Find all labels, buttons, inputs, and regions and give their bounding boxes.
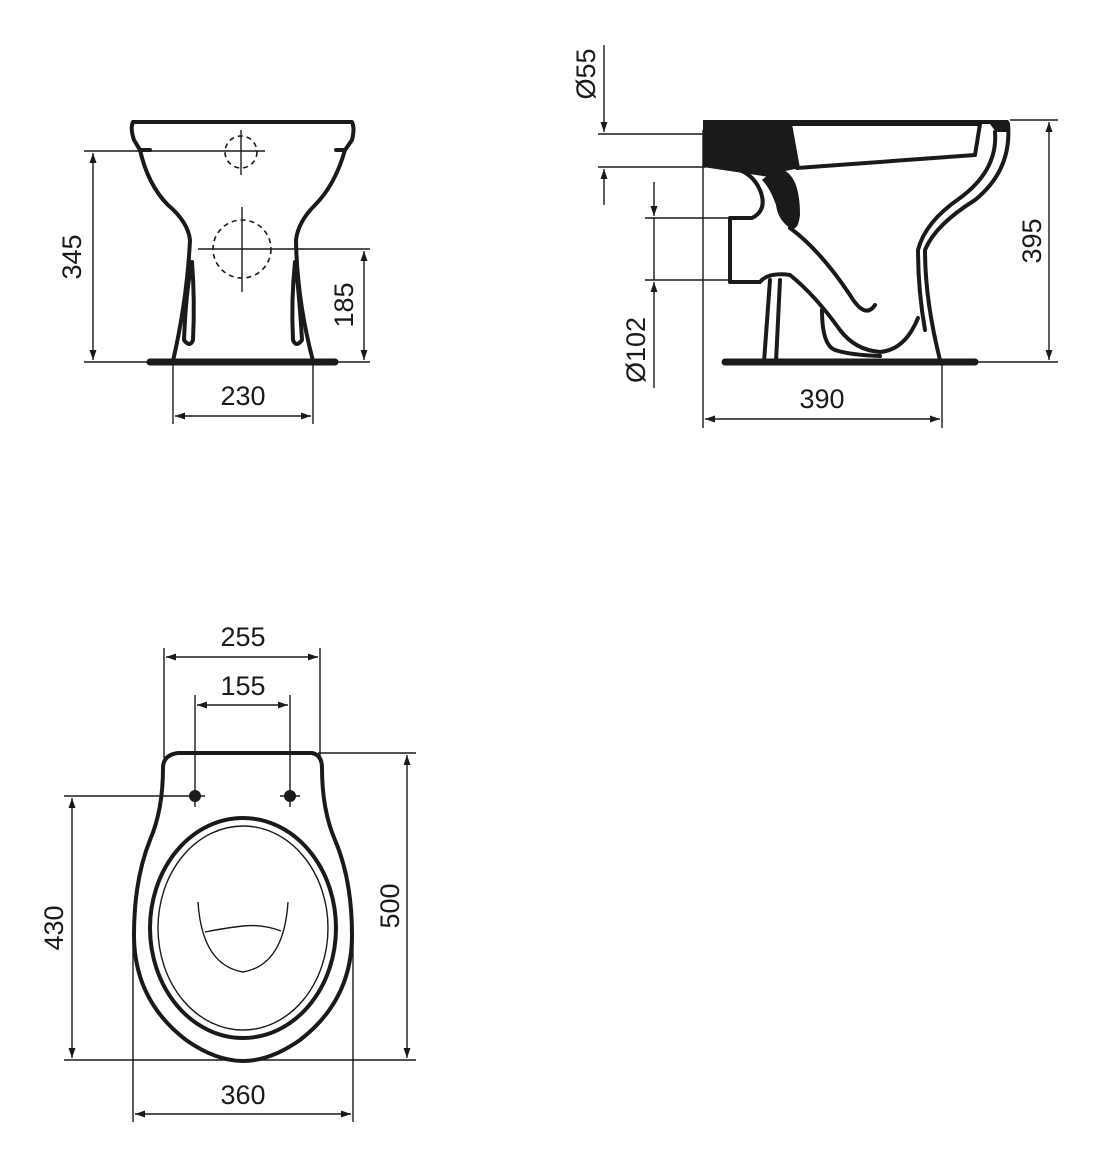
- dim-label-255: 255: [220, 622, 265, 652]
- dim-label-185: 185: [329, 282, 359, 327]
- dim-label-360: 360: [220, 1080, 265, 1110]
- dim-label-d102: Ø102: [621, 317, 651, 383]
- dim-label-500: 500: [375, 883, 405, 928]
- dim-label-230: 230: [220, 381, 265, 411]
- side-view: Ø55 Ø102 395 390: [571, 45, 1058, 428]
- side-rim-block: [703, 120, 1010, 178]
- dim-label-d55: Ø55: [571, 48, 601, 99]
- top-outer-outline: [132, 751, 354, 1063]
- dim-label-395: 395: [1017, 218, 1047, 263]
- front-view: 345 185 230: [57, 120, 370, 424]
- dim-label-390: 390: [799, 384, 844, 414]
- top-view: 255 155 430 500 360: [39, 622, 416, 1122]
- dim-label-430: 430: [39, 905, 69, 950]
- dim-label-155: 155: [220, 671, 265, 701]
- dim-label-345: 345: [57, 234, 87, 279]
- top-seat-ring: [148, 816, 338, 1040]
